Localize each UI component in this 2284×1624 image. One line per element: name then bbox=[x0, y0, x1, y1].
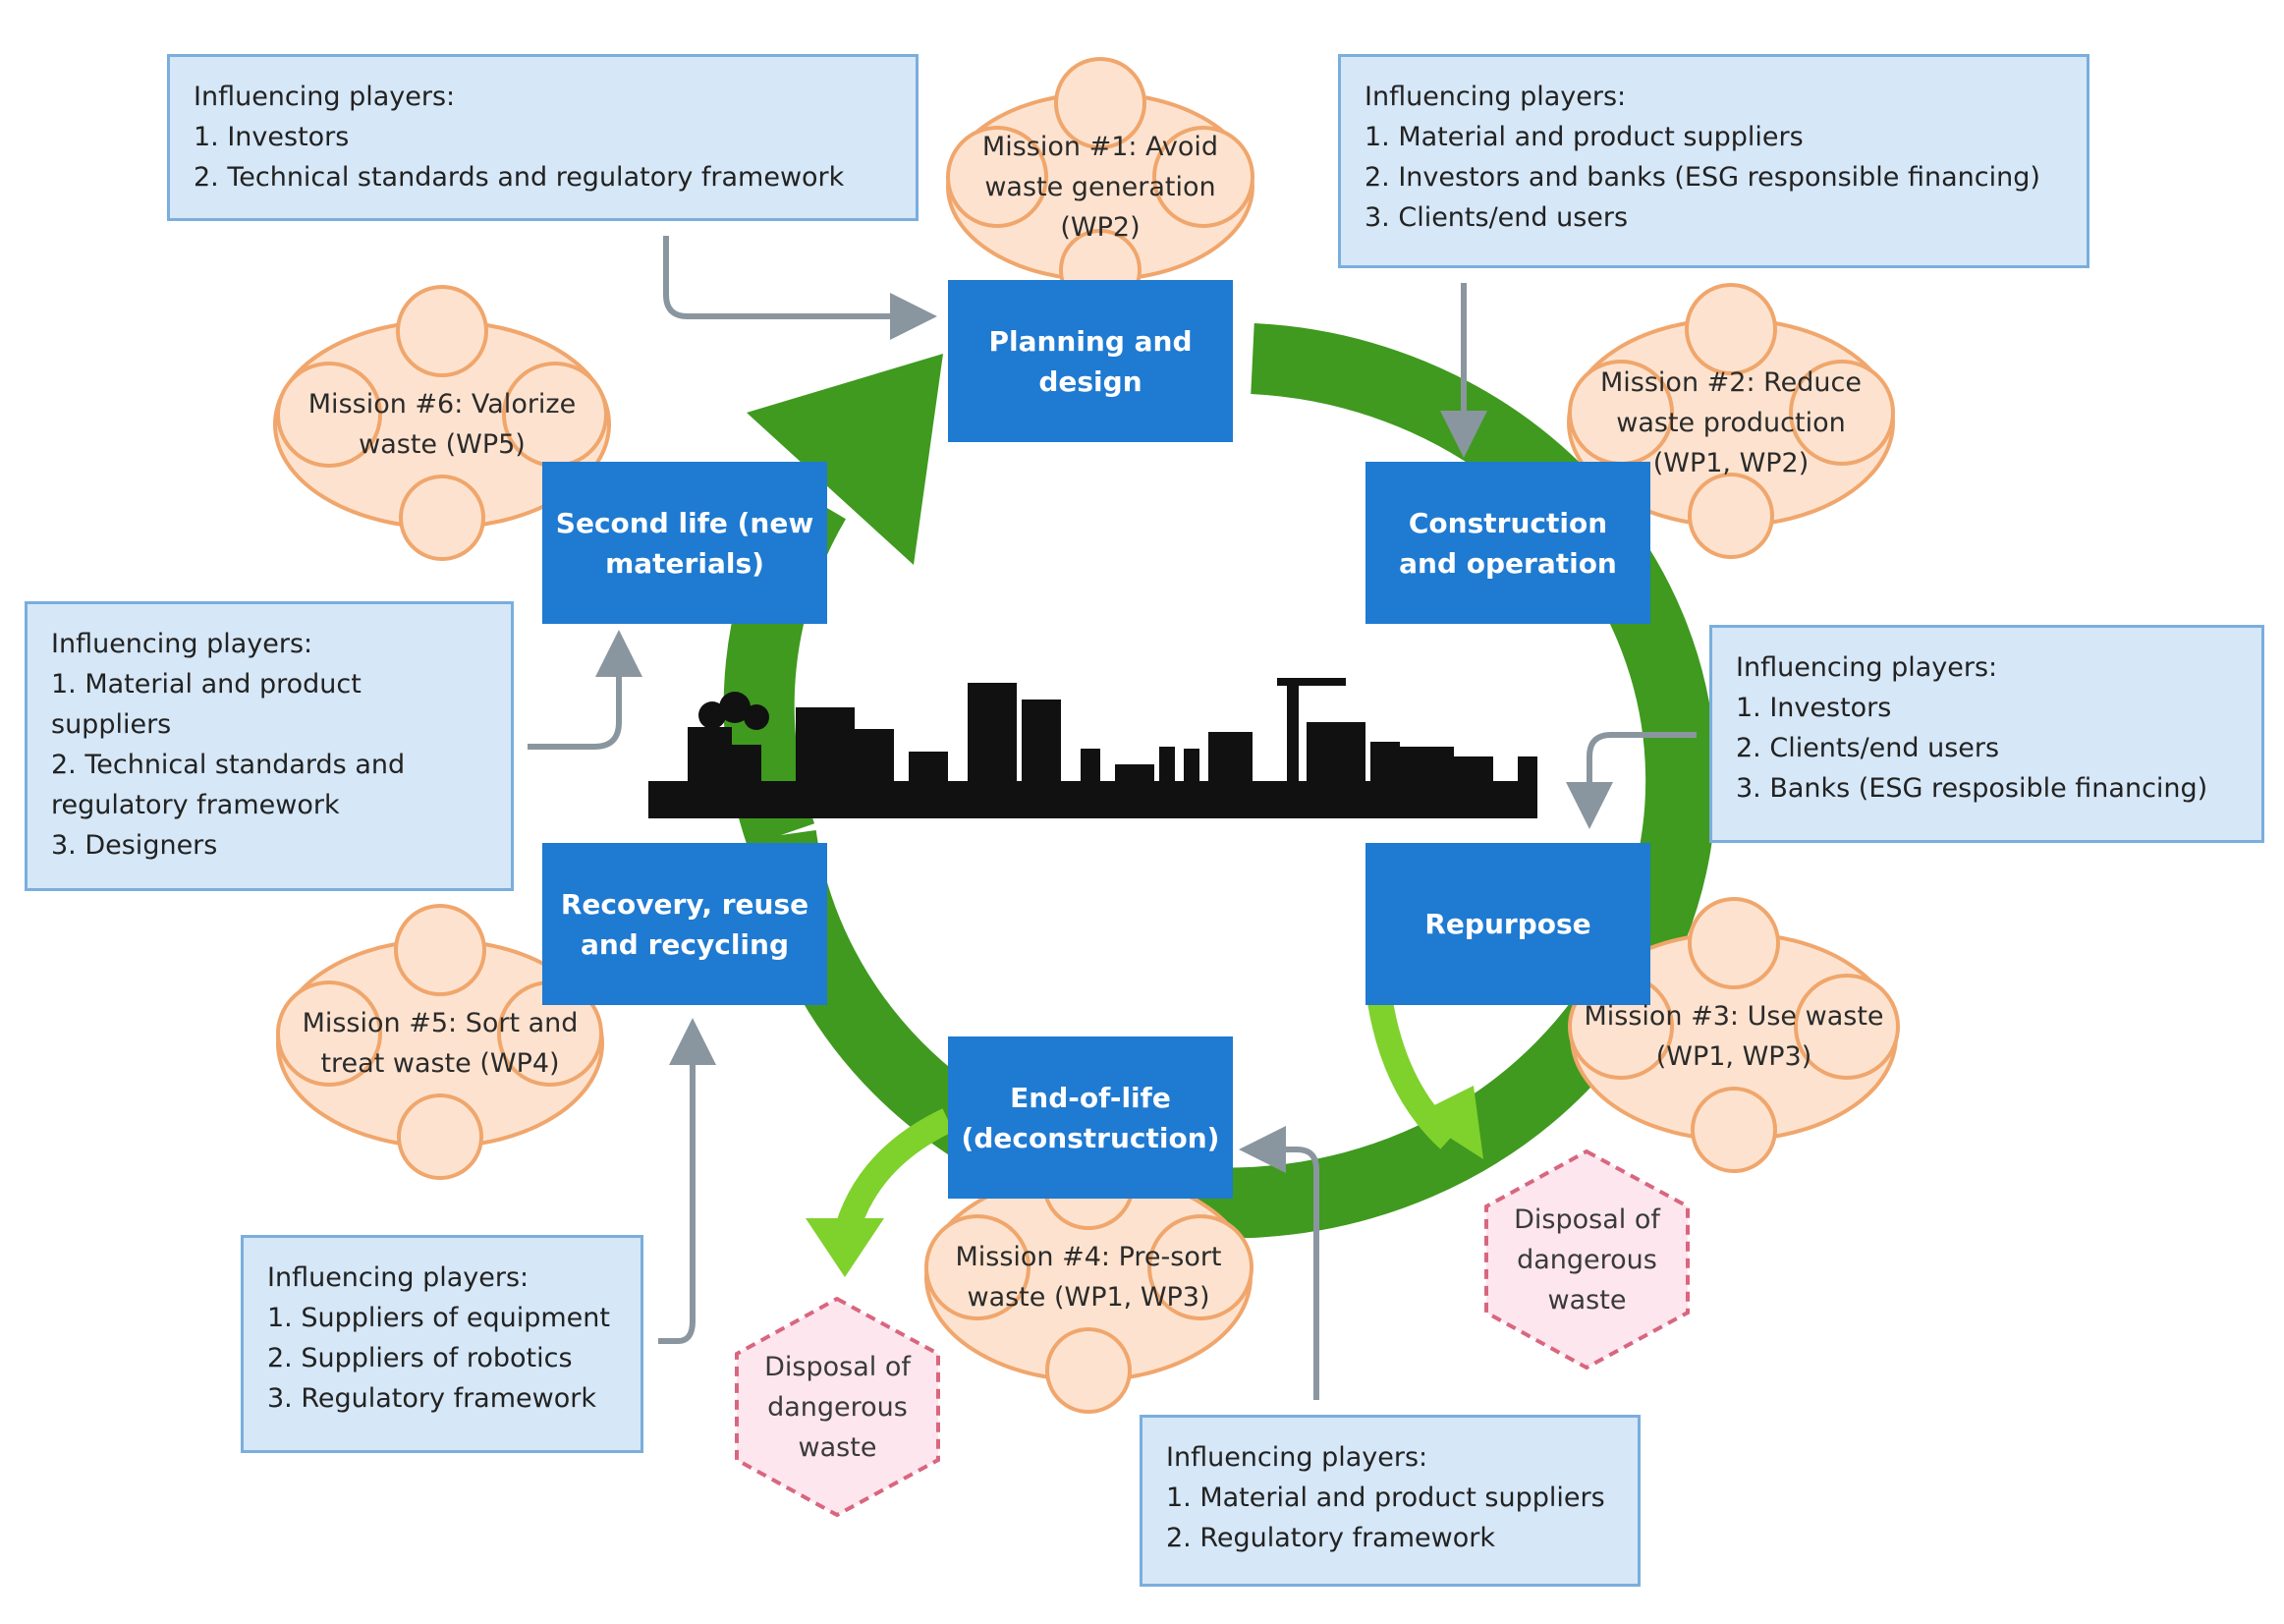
players-title: Influencing players: bbox=[51, 629, 313, 659]
player-item: suppliers bbox=[51, 709, 172, 740]
stage-label: Construction and operation bbox=[1399, 506, 1617, 580]
players-title: Influencing players: bbox=[1365, 82, 1627, 112]
stage-label: Repurpose bbox=[1424, 908, 1591, 940]
stage-recovery-reuse-recycling: Recovery, reuse and recycling bbox=[542, 843, 827, 1005]
player-item: 2. Investors and banks (ESG responsible … bbox=[1365, 162, 2040, 193]
arrow-top-left bbox=[663, 236, 937, 340]
player-item: 3. Clients/end users bbox=[1365, 202, 1629, 233]
mission-6-text: Mission #6: Valorize waste (WP5) bbox=[307, 389, 577, 460]
cloud-mission-5 bbox=[276, 904, 604, 1180]
players-title: Influencing players: bbox=[1166, 1442, 1428, 1473]
player-item: regulatory framework bbox=[51, 790, 340, 820]
disposal-branches bbox=[806, 999, 1483, 1277]
player-item: 2. Regulatory framework bbox=[1166, 1523, 1495, 1553]
stage-planning-and-design: Planning and design bbox=[948, 280, 1233, 442]
players-box-mid-left: Influencing players: 1. Material and pro… bbox=[25, 601, 514, 891]
player-item: 1. Material and product suppliers bbox=[1365, 122, 1804, 152]
disposal-right-text: Disposal of dangerous waste bbox=[1514, 1204, 1660, 1316]
stage-construction-and-operation: Construction and operation bbox=[1365, 462, 1650, 624]
player-item: 1. Investors bbox=[194, 122, 350, 152]
players-title: Influencing players: bbox=[194, 82, 456, 112]
players-box-mid-right: Influencing players: 1. Investors 2. Cli… bbox=[1709, 625, 2264, 843]
players-box-top-right: Influencing players: 1. Material and pro… bbox=[1338, 54, 2089, 268]
mission-5-text: Mission #5: Sort and treat waste (WP4) bbox=[302, 1008, 579, 1079]
player-item: 1. Suppliers of equipment bbox=[267, 1303, 610, 1333]
arrow-bottom-right bbox=[1239, 1126, 1319, 1400]
stage-label: Recovery, reuse and recycling bbox=[560, 887, 809, 961]
mission-1-text: Mission #1: Avoid waste generation (WP2) bbox=[981, 131, 1219, 243]
players-box-bottom-left: Influencing players: 1. Suppliers of equ… bbox=[241, 1235, 643, 1453]
hexagon-disposal-right bbox=[1484, 1148, 1690, 1371]
hexagon-disposal-left bbox=[735, 1296, 940, 1518]
player-item: 3. Banks (ESG resposible financing) bbox=[1736, 773, 2208, 804]
cloud-mission-1 bbox=[946, 57, 1254, 311]
player-item: 2. Technical standards and bbox=[51, 750, 406, 780]
player-item: 1. Investors bbox=[1736, 693, 1892, 723]
players-title: Influencing players: bbox=[267, 1262, 529, 1293]
arrow-mid-left bbox=[528, 630, 642, 750]
players-title: Influencing players: bbox=[1736, 652, 1998, 683]
arrow-mid-right bbox=[1566, 732, 1697, 829]
disposal-left-text: Disposal of dangerous waste bbox=[764, 1352, 911, 1463]
city-skyline-icon bbox=[648, 678, 1537, 818]
influence-arrows bbox=[528, 236, 1697, 1400]
player-item: 3. Designers bbox=[51, 830, 218, 861]
players-box-bottom-right: Influencing players: 1. Material and pro… bbox=[1140, 1415, 1641, 1587]
stage-second-life: Second life (new materials) bbox=[542, 462, 827, 624]
stage-label: Second life (new materials) bbox=[555, 506, 814, 580]
mission-4-text: Mission #4: Pre-sort waste (WP1, WP3) bbox=[955, 1242, 1222, 1313]
player-item: 1. Material and product suppliers bbox=[1166, 1483, 1605, 1513]
arrow-bottom-left bbox=[658, 1018, 716, 1344]
mission-2-text: Mission #2: Reduce waste production (WP1… bbox=[1600, 367, 1862, 478]
stage-repurpose: Repurpose bbox=[1365, 843, 1650, 1005]
stage-end-of-life: End-of-life (deconstruction) bbox=[948, 1036, 1233, 1199]
player-item: 1. Material and product bbox=[51, 669, 362, 700]
player-item: 2. Clients/end users bbox=[1736, 733, 2000, 763]
cycle-arrowhead bbox=[747, 354, 943, 565]
stage-label: Planning and design bbox=[988, 324, 1193, 398]
mission-3-text: Mission #3: Use waste (WP1, WP3) bbox=[1584, 1001, 1884, 1072]
players-box-top-left: Influencing players: 1. Investors 2. Tec… bbox=[167, 54, 919, 221]
stage-label: End-of-life (deconstruction) bbox=[961, 1081, 1220, 1154]
player-item: 2. Suppliers of robotics bbox=[267, 1343, 573, 1373]
player-item: 2. Technical standards and regulatory fr… bbox=[194, 162, 845, 193]
cloud-mission-6 bbox=[273, 285, 611, 561]
player-item: 3. Regulatory framework bbox=[267, 1383, 596, 1414]
